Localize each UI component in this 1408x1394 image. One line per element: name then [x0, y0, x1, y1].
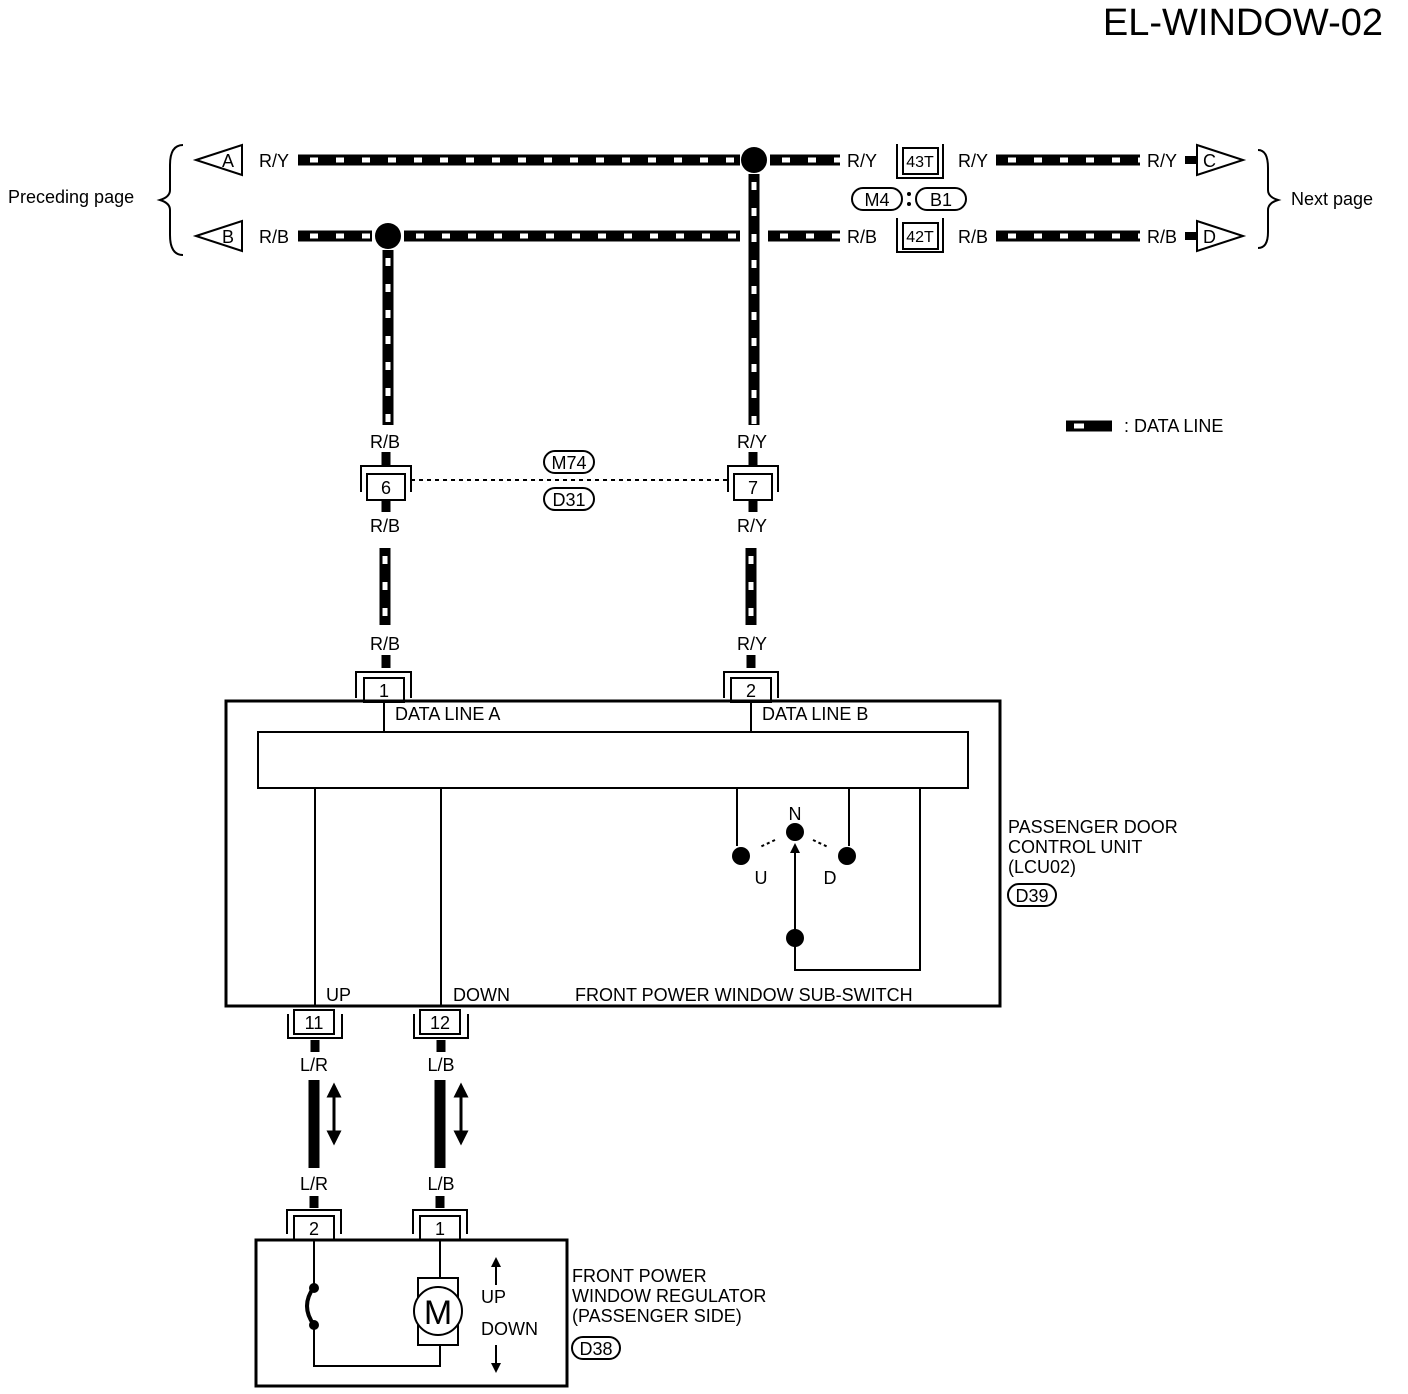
connector-pin-6 — [366, 473, 406, 501]
connector-d39-label: D39 — [1015, 886, 1048, 906]
regulator-name-line1: FRONT POWER — [572, 1266, 707, 1286]
connector-43t-label: 43T — [906, 154, 934, 171]
connector-42t — [902, 222, 939, 250]
passenger-door-control-unit — [224, 699, 1002, 1008]
wire-label-rb-mid: R/B — [370, 516, 400, 536]
regulator-pin-1 — [419, 1215, 461, 1241]
wire-label-lb-upper: L/B — [427, 1055, 454, 1075]
regulator-name-line2: WINDOW REGULATOR — [572, 1286, 766, 1306]
lcu-up-label: UP — [326, 985, 351, 1005]
connector-m74-label: M74 — [551, 453, 586, 473]
regulator-pin-2-label: 2 — [309, 1219, 319, 1239]
lcu-pin-2-label: 2 — [746, 681, 756, 701]
wire-label-rb-lower: R/B — [370, 634, 400, 654]
legend-label: : DATA LINE — [1124, 416, 1223, 436]
wire-label-rb-42t-left: R/B — [847, 227, 877, 247]
next-page-label: Next page — [1291, 189, 1373, 209]
connector-pin-7 — [733, 473, 773, 501]
lcu-name-line1: PASSENGER DOOR — [1008, 817, 1178, 837]
connector-pin-6-label: 6 — [381, 478, 391, 498]
lcu-name-line2: CONTROL UNIT — [1008, 837, 1142, 857]
regulator-name-line3: (PASSENGER SIDE) — [572, 1306, 742, 1326]
connector-m4-label: M4 — [864, 190, 889, 210]
lcu-down-label: DOWN — [453, 985, 510, 1005]
front-power-window-regulator — [254, 1238, 569, 1388]
wire-label-ry-a: R/Y — [259, 151, 289, 171]
wire-label-ry-c: R/Y — [1147, 151, 1177, 171]
lcu-pin-11 — [293, 1009, 335, 1035]
wire-label-ry-lower: R/Y — [737, 634, 767, 654]
connector-b1-label: B1 — [930, 190, 952, 210]
regulator-pin-2 — [293, 1215, 335, 1241]
wire-label-lr-upper: L/R — [300, 1055, 328, 1075]
connector-d31-badge — [543, 487, 595, 511]
arrow-a-label: A — [222, 151, 234, 171]
connector-m74-badge — [543, 450, 595, 474]
motor-label: M — [424, 1294, 452, 1332]
switch-n-label: N — [789, 804, 802, 824]
connector-d31-label: D31 — [552, 490, 585, 510]
arrow-a-icon — [192, 143, 243, 177]
regulator-down-label: DOWN — [481, 1319, 538, 1339]
connector-42t-label: 42T — [906, 229, 934, 246]
lcu-logic-block — [257, 731, 969, 789]
data-line-b-label: DATA LINE B — [762, 704, 868, 724]
arrow-c-label: C — [1203, 151, 1216, 171]
arrow-b-label: B — [222, 227, 234, 247]
arrow-d-label: D — [1203, 227, 1216, 247]
switch-d-label: D — [824, 868, 837, 888]
lcu-name-line3: (LCU02) — [1008, 857, 1076, 877]
lcu-pin-1-label: 1 — [379, 681, 389, 701]
switch-u-label: U — [755, 868, 768, 888]
wire-label-rb-upper: R/B — [370, 432, 400, 452]
regulator-pin-1-label: 1 — [435, 1219, 445, 1239]
splice-ry — [741, 147, 767, 173]
connector-m4-badge — [851, 187, 903, 211]
preceding-page-brace — [156, 144, 184, 256]
diagram-title: EL-WINDOW-02 — [1103, 2, 1383, 44]
next-page-brace — [1257, 149, 1282, 249]
connector-d38-badge — [571, 1336, 621, 1360]
connector-d39-badge — [1007, 883, 1057, 907]
preceding-page-label: Preceding page — [8, 187, 134, 207]
connector-b1-badge — [915, 187, 967, 211]
sub-switch-symbol — [732, 788, 921, 971]
wire-label-ry-upper: R/Y — [737, 432, 767, 452]
connector-d38-label: D38 — [579, 1339, 612, 1359]
lcu-pin-12-label: 12 — [430, 1013, 450, 1033]
lcu-pin-12 — [419, 1009, 461, 1035]
splice-rb — [375, 223, 401, 249]
wire-label-ry-43t-left: R/Y — [847, 151, 877, 171]
wire-label-ry-mid: R/Y — [737, 516, 767, 536]
data-line-a-label: DATA LINE A — [395, 704, 500, 724]
wire-label-rb-d: R/B — [1147, 227, 1177, 247]
subswitch-label: FRONT POWER WINDOW SUB-SWITCH — [575, 985, 913, 1005]
connector-pin-7-label: 7 — [748, 478, 758, 498]
wire-label-lb-lower: L/B — [427, 1174, 454, 1194]
motor-icon — [413, 1240, 463, 1346]
regulator-up-label: UP — [481, 1287, 506, 1307]
circuit-breaker-icon — [305, 1240, 441, 1367]
wire-label-ry-43t-right: R/Y — [958, 151, 988, 171]
arrow-b-icon — [192, 219, 243, 253]
wire-label-rb-42t-right: R/B — [958, 227, 988, 247]
wire-label-lr-lower: L/R — [300, 1174, 328, 1194]
wire-label-rb-b: R/B — [259, 227, 289, 247]
connector-43t — [902, 147, 939, 175]
lcu-pin-11-label: 11 — [305, 1013, 324, 1033]
